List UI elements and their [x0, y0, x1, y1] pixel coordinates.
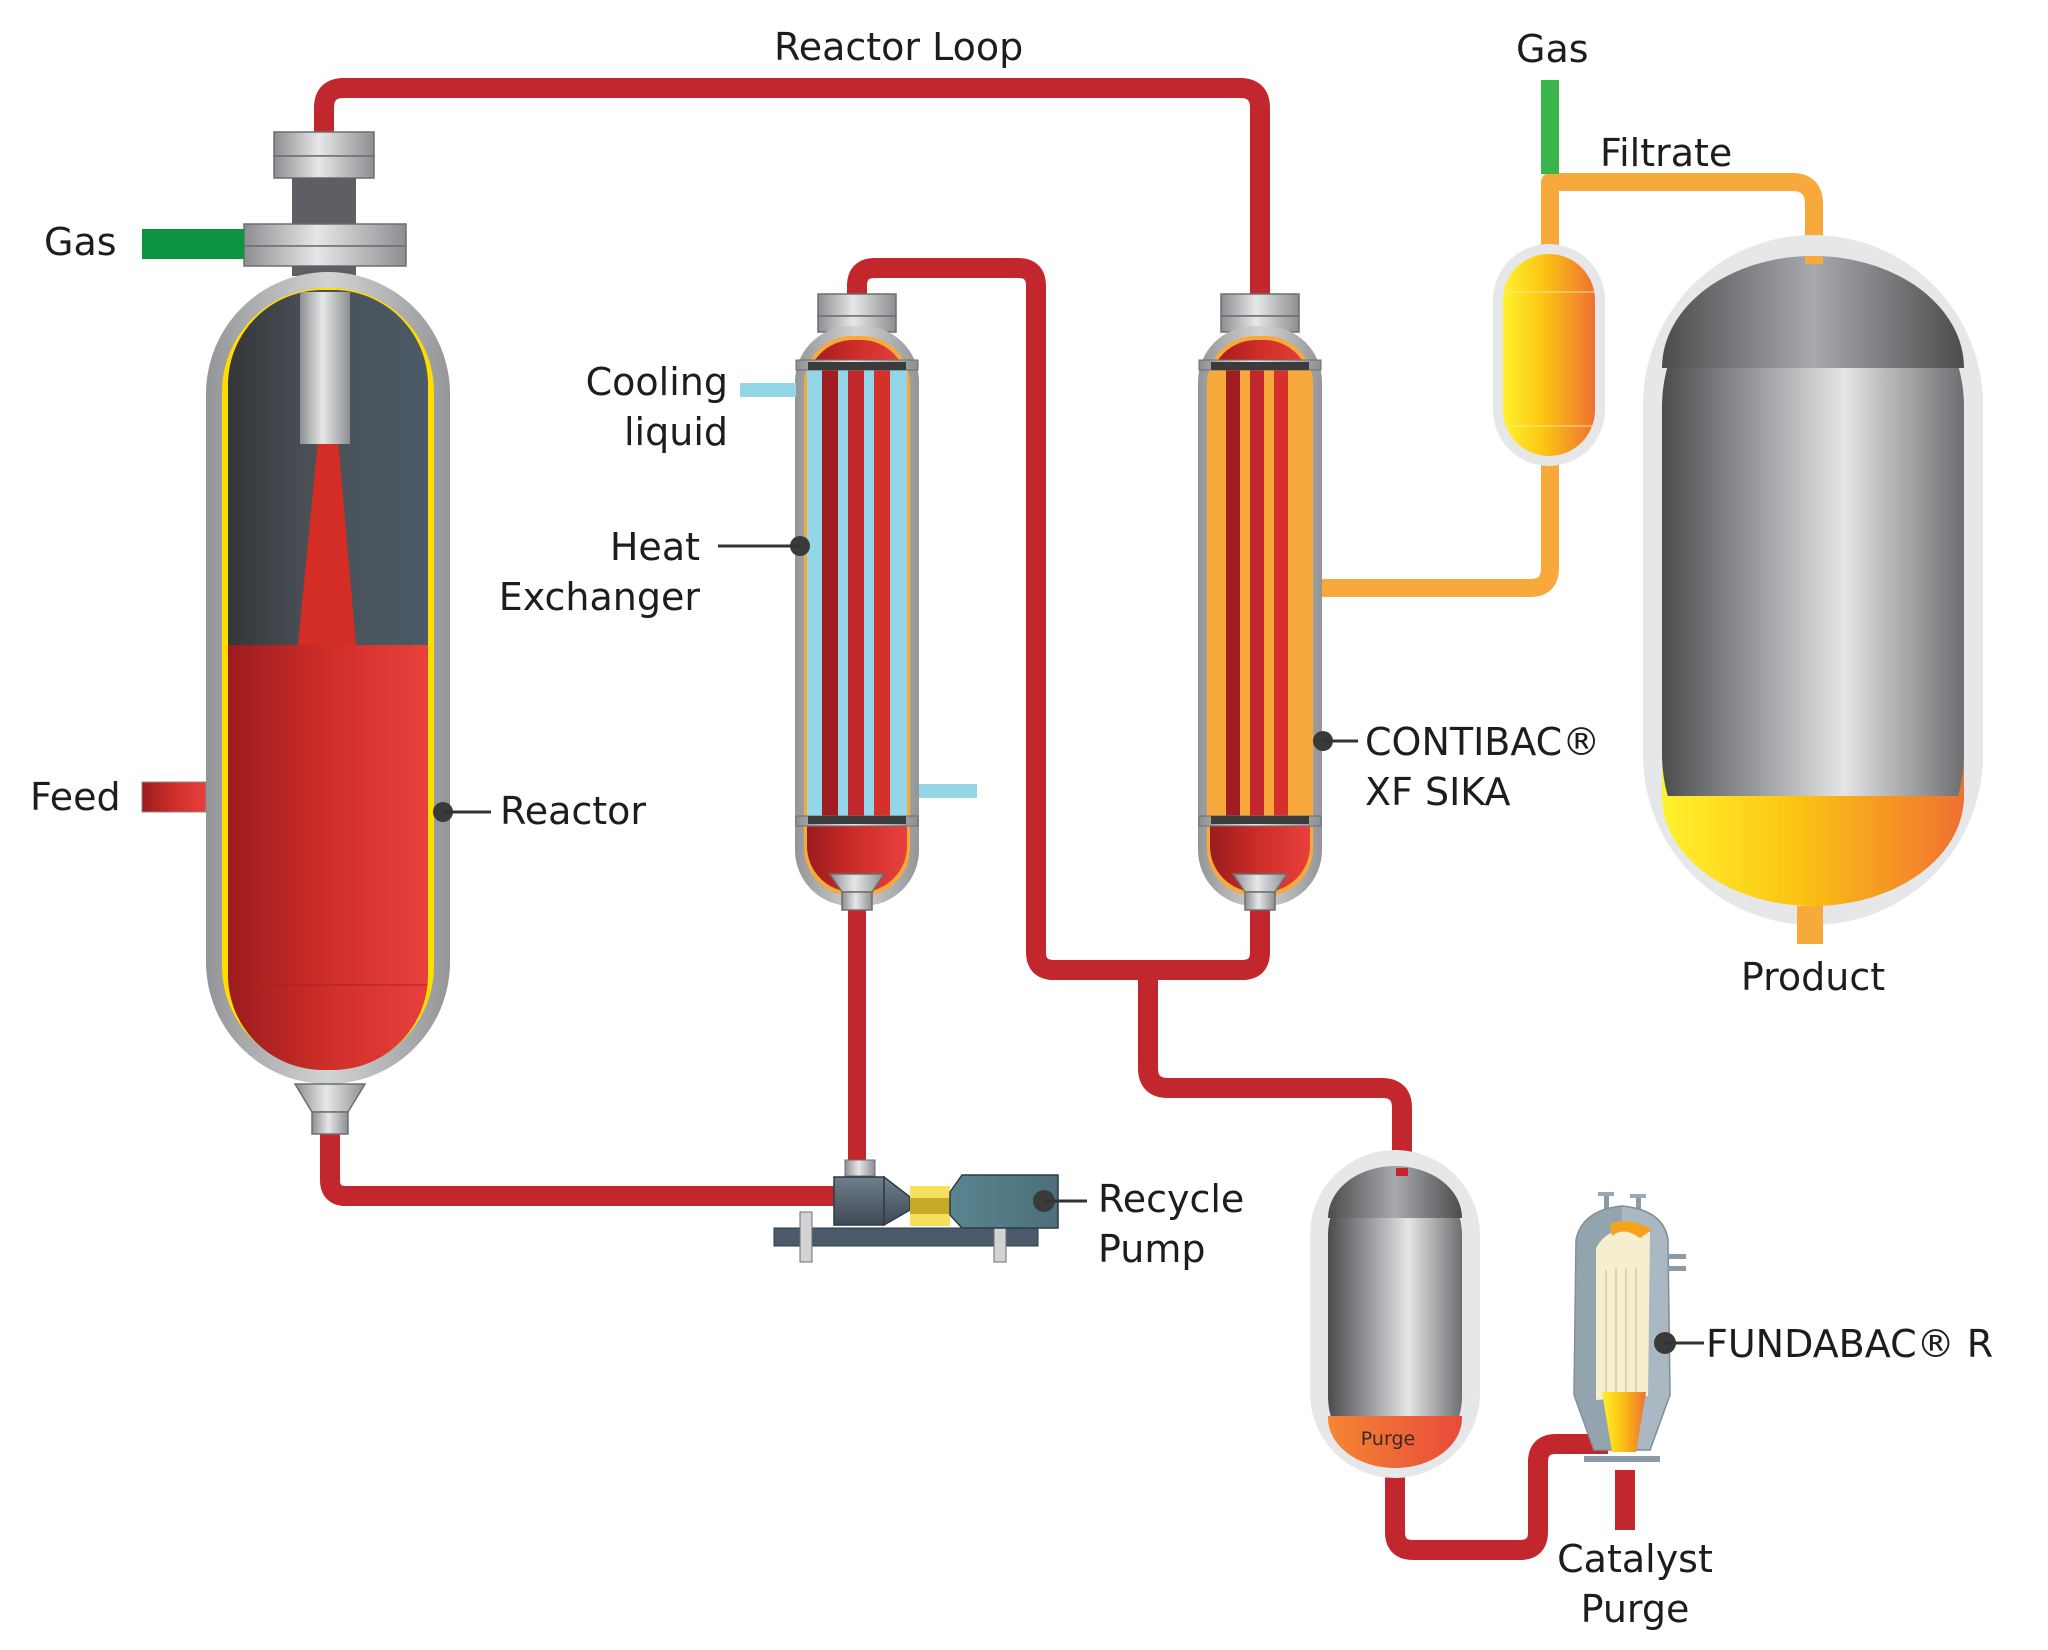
product-label: Product: [1741, 955, 1885, 999]
catalyst-purge-label-1: Catalyst: [1557, 1537, 1713, 1581]
cooling-liquid-label-1: Cooling: [586, 360, 728, 404]
heat-exchanger-label-2: Exchanger: [499, 575, 701, 619]
cooling-liquid-inlet: [740, 383, 796, 397]
contibac-filter[interactable]: [1198, 293, 1322, 911]
product-tank[interactable]: [1643, 235, 1983, 944]
purge-to-fundabac-pipe: [1385, 1434, 1608, 1560]
reactor-loop-label: Reactor Loop: [774, 25, 1023, 69]
recycle-pump-label-1: Recycle: [1098, 1177, 1244, 1221]
gas-left-inlet: [142, 229, 244, 259]
feed-inlet: [141, 781, 207, 813]
purge-vessel-label: Purge: [1361, 1428, 1415, 1450]
heat-exchanger-label-1: Heat: [610, 525, 700, 569]
gas-left-label: Gas: [44, 220, 117, 264]
feed-label: Feed: [30, 775, 121, 819]
recycle-pump-label-2: Pump: [1098, 1227, 1205, 1271]
heat-exchanger[interactable]: [795, 293, 919, 911]
filtrate-outlet-pipe: [1322, 460, 1559, 597]
cooling-liquid-outlet: [919, 784, 977, 798]
reactor-label: Reactor: [500, 789, 646, 833]
filtrate-separator[interactable]: [1493, 244, 1605, 466]
fundabac-filter[interactable]: [1573, 1192, 1686, 1462]
contibac-label-2: XF SIKA: [1365, 770, 1511, 814]
catalyst-purge-label-2: Purge: [1581, 1587, 1690, 1631]
reactor[interactable]: [206, 131, 450, 1135]
cooling-liquid-label-2: liquid: [624, 410, 728, 454]
reactor-loop-pipe: [314, 78, 1270, 300]
gas-right-inlet: [1541, 80, 1559, 174]
reactor-to-pump-pipe: [320, 1130, 840, 1206]
recycle-pump[interactable]: [773, 1159, 1059, 1263]
filtrate-top-pipe: [1541, 173, 1823, 262]
fundabac-label: FUNDABAC® R: [1706, 1322, 1993, 1366]
filtrate-label: Filtrate: [1600, 131, 1732, 175]
purge-vessel[interactable]: Purge: [1310, 1150, 1480, 1478]
contibac-label-1: CONTIBAC®: [1365, 720, 1600, 764]
hx-connecting-pipe: [847, 258, 1270, 980]
gas-right-label: Gas: [1516, 27, 1589, 71]
purge-branch-pipe: [1138, 970, 1412, 1175]
